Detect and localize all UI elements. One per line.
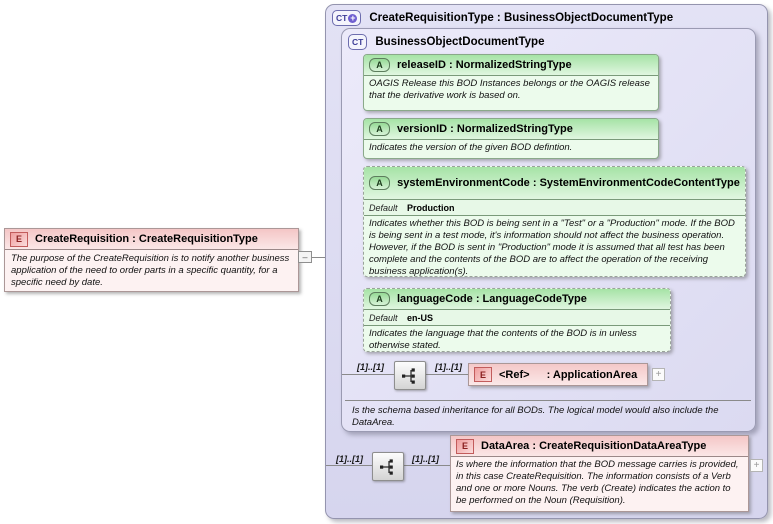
attribute-node-releaseid[interactable]: A releaseID : NormalizedStringType OAGIS…	[363, 54, 659, 111]
node-title: : ApplicationArea	[546, 368, 638, 381]
createrequisition-element-node[interactable]: E CreateRequisition : CreateRequisitionT…	[4, 228, 299, 292]
default-value-row: Default en-US	[364, 310, 670, 326]
default-label: Default	[369, 312, 398, 323]
attribute-node-languagecode[interactable]: A languageCode : LanguageCodeType Defaul…	[363, 288, 671, 352]
complex-type-icon: CT	[348, 34, 368, 50]
expand-button[interactable]: +	[652, 368, 665, 381]
container-header: CT BusinessObjectDocumentType	[342, 29, 755, 50]
node-annotation: Indicates the version of the given BOD d…	[369, 142, 573, 153]
default-label: Default	[369, 202, 398, 213]
divider-line	[345, 400, 751, 401]
attribute-icon: A	[369, 176, 390, 190]
node-header: E CreateRequisition : CreateRequisitionT…	[5, 229, 298, 250]
default-value: en-US	[407, 312, 434, 323]
applicationarea-ref-node[interactable]: E <Ref> : ApplicationArea	[468, 363, 648, 386]
sequence-compositor-icon[interactable]	[394, 361, 426, 390]
node-header: A releaseID : NormalizedStringType	[364, 55, 658, 76]
sequence-glyph	[402, 367, 415, 384]
node-header: A languageCode : LanguageCodeType	[364, 289, 670, 310]
element-icon: E	[10, 231, 28, 247]
attribute-node-versionid[interactable]: A versionID : NormalizedStringType Indic…	[363, 118, 659, 159]
node-annotation: Is where the information that the BOD me…	[456, 459, 739, 506]
expand-button[interactable]: +	[750, 459, 763, 472]
node-title: CreateRequisition : CreateRequisitionTyp…	[35, 233, 258, 245]
node-title: DataArea : CreateRequisitionDataAreaType	[481, 440, 707, 452]
attribute-node-systemenvironmentcode[interactable]: A systemEnvironmentCode : SystemEnvironm…	[363, 166, 746, 277]
container-title: BusinessObjectDocumentType	[375, 36, 545, 48]
ref-label: <Ref>	[499, 368, 530, 381]
container-header: CT + CreateRequisitionType : BusinessObj…	[326, 5, 767, 26]
element-icon: E	[456, 438, 474, 454]
connector-line	[299, 257, 342, 258]
node-annotation: The purpose of the CreateRequisition is …	[11, 253, 290, 288]
sequence-compositor-icon[interactable]	[372, 452, 404, 481]
multiplicity-label: [1]..[1]	[435, 362, 462, 372]
node-title: systemEnvironmentCode : SystemEnvironmen…	[397, 176, 740, 189]
plus-badge-icon: +	[348, 12, 358, 23]
attribute-icon: A	[369, 122, 390, 136]
element-icon: E	[474, 367, 492, 382]
sequence-glyph	[380, 458, 393, 475]
default-value-row: Default Production	[364, 200, 745, 216]
dataarea-element-node[interactable]: E DataArea : CreateRequisitionDataAreaTy…	[450, 435, 749, 512]
node-annotation: OAGIS Release this BOD Instances belongs…	[369, 78, 650, 101]
node-annotation: Indicates the language that the contents…	[369, 328, 637, 351]
default-value: Production	[407, 202, 455, 213]
node-title: releaseID : NormalizedStringType	[397, 59, 572, 71]
attribute-icon: A	[369, 292, 390, 306]
node-header: A systemEnvironmentCode : SystemEnvironm…	[364, 167, 745, 200]
collapse-toggle-button[interactable]: –	[298, 251, 312, 263]
node-title: languageCode : LanguageCodeType	[397, 293, 587, 305]
node-header: A versionID : NormalizedStringType	[364, 119, 658, 140]
node-annotation: Indicates whether this BOD is being sent…	[369, 218, 735, 277]
attribute-icon: A	[369, 58, 390, 72]
container-annotation: Is the schema based inheritance for all …	[352, 405, 719, 428]
multiplicity-label: [1]..[1]	[357, 362, 384, 372]
node-header: E DataArea : CreateRequisitionDataAreaTy…	[451, 436, 748, 457]
container-title: CreateRequisitionType : BusinessObjectDo…	[369, 12, 674, 24]
multiplicity-label: [1]..[1]	[412, 454, 439, 464]
complex-type-derived-icon: CT +	[332, 10, 362, 26]
multiplicity-label: [1]..[1]	[336, 454, 363, 464]
node-title: versionID : NormalizedStringType	[397, 123, 573, 135]
